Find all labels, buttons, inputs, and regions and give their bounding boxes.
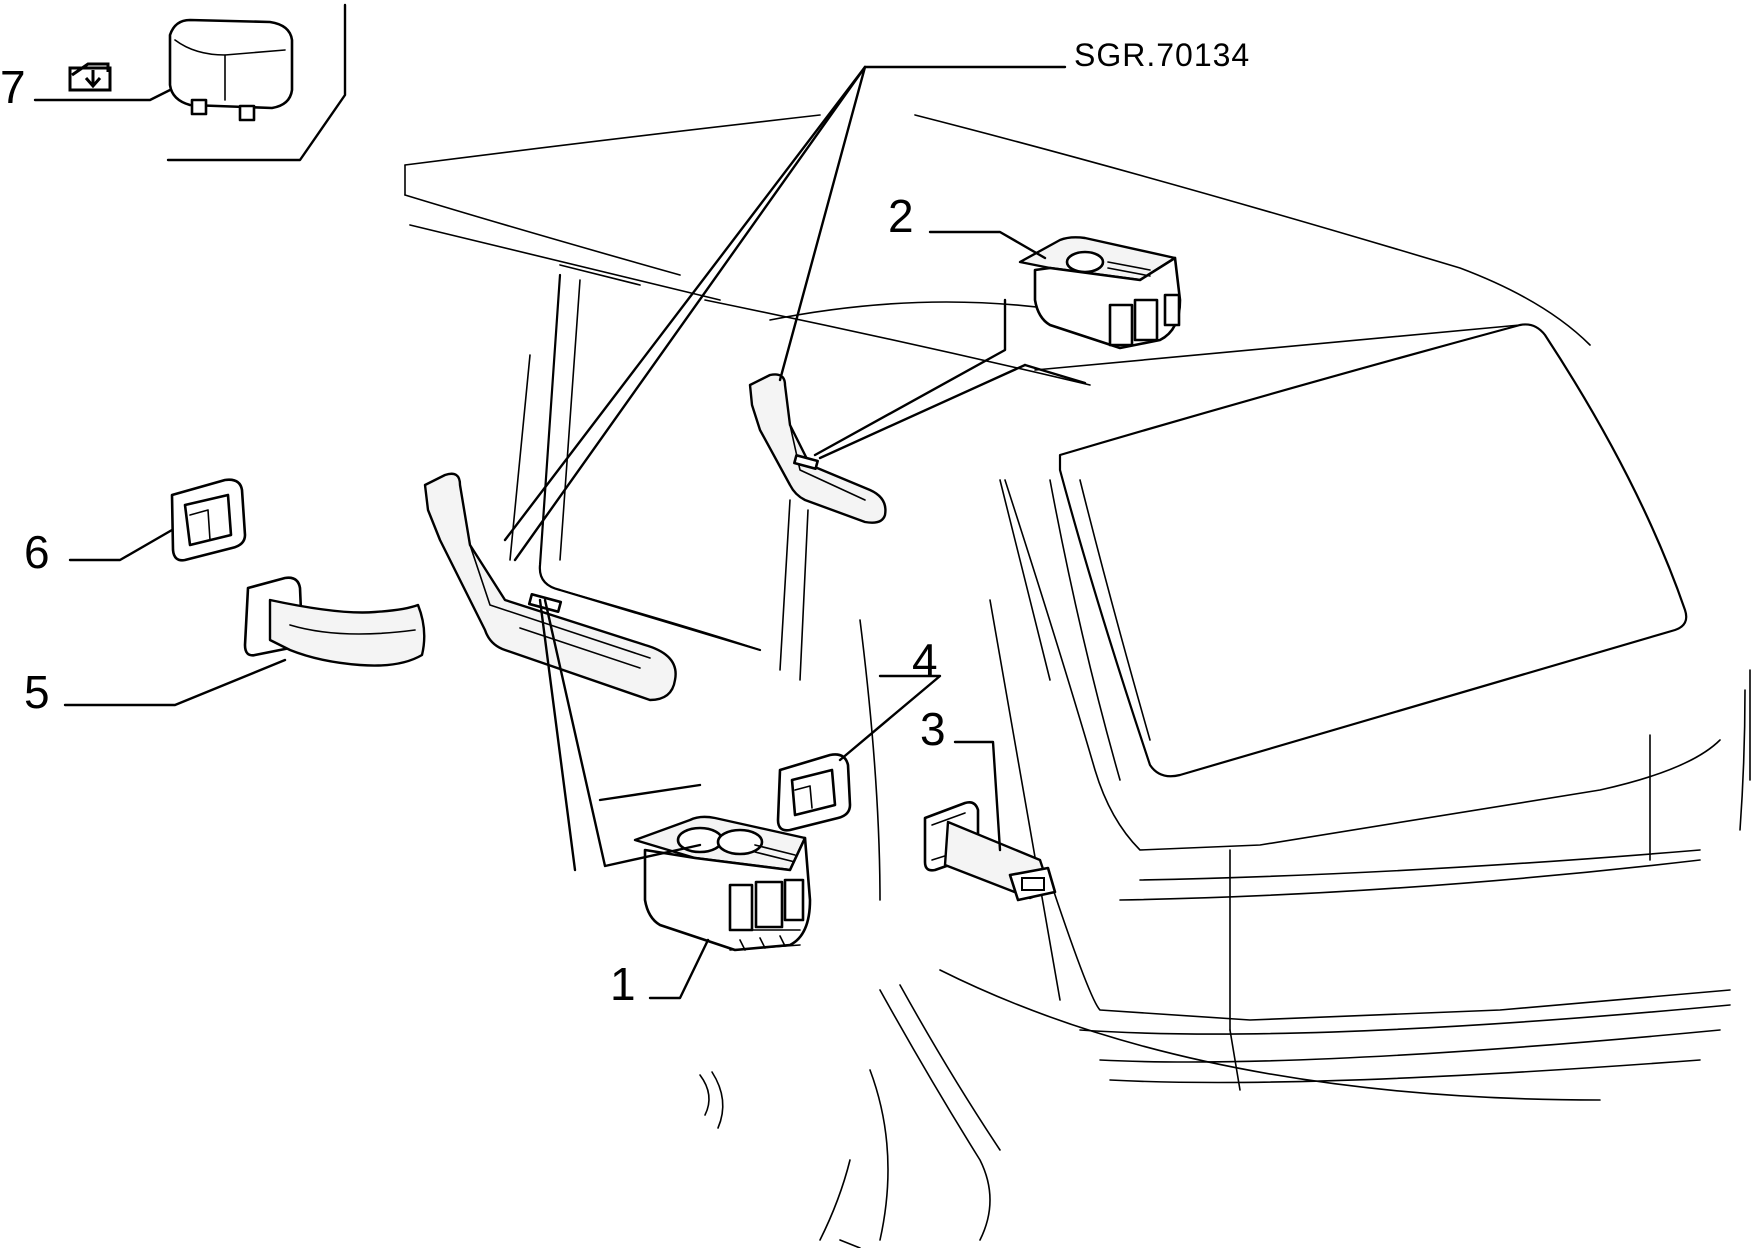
drawing-reference-code: SGR.70134 <box>1074 37 1250 73</box>
callout-3: 3 <box>920 703 946 755</box>
grommet-part-6 <box>170 478 247 562</box>
window-lift-icon <box>68 62 112 92</box>
connector-part-3 <box>923 801 1057 902</box>
door-handle-right <box>748 373 887 524</box>
callout-7: 7 <box>0 61 26 113</box>
callout-5: 5 <box>24 666 50 718</box>
boot-part-5 <box>243 576 426 667</box>
callout-1: 1 <box>610 958 636 1010</box>
grommet-part-4 <box>776 753 852 832</box>
callout-2: 2 <box>888 190 914 242</box>
relay-part-7 <box>166 3 347 162</box>
leader-lines <box>33 65 1087 1000</box>
switch-part-2 <box>1018 236 1182 350</box>
switch-part-1 <box>633 815 812 952</box>
callout-4: 4 <box>912 634 938 686</box>
car-body-outline <box>404 114 1751 1249</box>
callout-6: 6 <box>24 526 50 578</box>
